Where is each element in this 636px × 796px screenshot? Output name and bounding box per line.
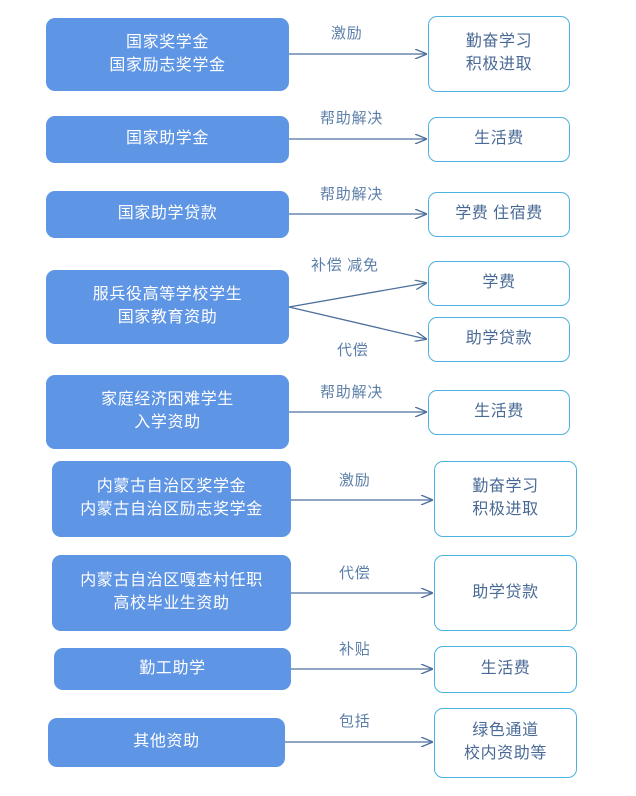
edge-label-row-1: 激励 xyxy=(331,26,363,42)
source-label-line: 国家奖学金 xyxy=(125,33,209,51)
edge-label-row-4-branch-1: 补偿 减免 xyxy=(311,258,379,274)
source-label-line: 国家教育资助 xyxy=(117,309,218,326)
connector-row-4-branch-1 xyxy=(288,283,426,308)
target-box-row-9[interactable]: 绿色通道 校内资助等 xyxy=(434,708,577,778)
edge-label-row-4-branch-2: 代偿 xyxy=(337,343,369,359)
edge-label-row-6: 激励 xyxy=(339,473,371,489)
target-box-row-7[interactable]: 助学贷款 xyxy=(434,555,577,631)
target-label-line: 勤奋学习 xyxy=(472,478,539,496)
source-box-row-9[interactable]: 其他资助 xyxy=(48,718,285,767)
target-box-row-4-branch-2[interactable]: 助学贷款 xyxy=(428,317,570,362)
target-label-line: 积极进取 xyxy=(472,501,539,518)
target-box-row-4-branch-1[interactable]: 学费 xyxy=(428,261,570,306)
source-box-row-1[interactable]: 国家奖学金 国家励志奖学金 xyxy=(46,18,289,91)
edge-label-row-5: 帮助解决 xyxy=(320,385,384,401)
source-box-row-3[interactable]: 国家助学贷款 xyxy=(46,191,289,238)
source-label-line: 内蒙古自治区奖学金 xyxy=(96,478,247,496)
edge-label-row-9: 包括 xyxy=(339,714,371,730)
target-label-line: 助学贷款 xyxy=(465,330,533,348)
edge-label-row-3: 帮助解决 xyxy=(320,187,384,203)
target-label-line: 校内资助等 xyxy=(463,745,547,762)
target-label-line: 绿色通道 xyxy=(472,722,539,740)
source-box-row-2[interactable]: 国家助学金 xyxy=(46,116,289,163)
target-label-line: 积极进取 xyxy=(465,56,533,73)
source-label-line: 国家助学贷款 xyxy=(117,205,218,223)
target-label-line: 学费 住宿费 xyxy=(455,205,543,223)
edge-label-row-2: 帮助解决 xyxy=(320,111,384,127)
target-box-row-2[interactable]: 生活费 xyxy=(428,117,570,162)
source-label-line: 服兵役高等学校学生 xyxy=(92,286,243,304)
target-label-line: 生活费 xyxy=(480,660,531,678)
target-label-line: 勤奋学习 xyxy=(465,33,533,51)
edge-label-row-8: 补贴 xyxy=(339,642,371,658)
source-label-line: 勤工助学 xyxy=(139,659,206,677)
edge-label-row-7: 代偿 xyxy=(339,566,371,582)
connector-row-4-branch-2 xyxy=(288,306,426,339)
source-box-row-6[interactable]: 内蒙古自治区奖学金 内蒙古自治区励志奖学金 xyxy=(52,461,291,537)
target-box-row-6[interactable]: 勤奋学习 积极进取 xyxy=(434,461,577,537)
source-box-row-4[interactable]: 服兵役高等学校学生 国家教育资助 xyxy=(46,270,289,344)
source-label-line: 内蒙古自治区嘎查村任职 xyxy=(80,572,263,590)
source-label-line: 国家助学金 xyxy=(125,130,209,148)
target-label-line: 生活费 xyxy=(474,130,524,148)
target-box-row-3[interactable]: 学费 住宿费 xyxy=(428,192,570,237)
target-box-row-8[interactable]: 生活费 xyxy=(434,646,577,693)
source-label-line: 国家励志奖学金 xyxy=(109,56,226,74)
target-label-line: 生活费 xyxy=(474,403,524,421)
target-label-line: 助学贷款 xyxy=(472,583,539,601)
source-label-line: 高校毕业生资助 xyxy=(113,595,230,612)
target-box-row-1[interactable]: 勤奋学习 积极进取 xyxy=(428,16,570,92)
source-label-line: 入学资助 xyxy=(134,414,201,431)
source-label-line: 其他资助 xyxy=(133,733,200,751)
source-box-row-7[interactable]: 内蒙古自治区嘎查村任职 高校毕业生资助 xyxy=(52,555,291,631)
source-box-row-5[interactable]: 家庭经济困难学生 入学资助 xyxy=(46,375,289,449)
source-label-line: 家庭经济困难学生 xyxy=(101,391,234,409)
source-label-line: 内蒙古自治区励志奖学金 xyxy=(80,501,263,518)
target-label-line: 学费 xyxy=(482,274,516,292)
source-box-row-8[interactable]: 勤工助学 xyxy=(54,648,291,690)
target-box-row-5[interactable]: 生活费 xyxy=(428,390,570,435)
